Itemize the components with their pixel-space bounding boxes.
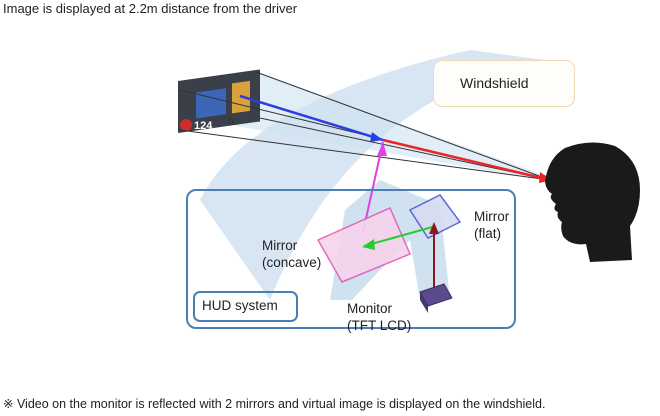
warning-icon [180,119,192,131]
virtual-image-panel: 124 [178,69,260,133]
monitor-label: Monitor (TFT LCD) [347,300,411,334]
image-ray [239,94,384,142]
mirror-flat-line2: (flat) [474,226,501,241]
monitor-line2: (TFT LCD) [347,318,412,333]
mirror-flat-label: Mirror (flat) [474,208,509,242]
mirror-flat-line1: Mirror [474,209,510,224]
monitor-emit-arrow [429,222,439,234]
driver-ray [382,138,551,182]
monitor-device [419,283,453,307]
view-cone [225,72,552,182]
speed-readout: 124 [194,120,213,132]
mirror-concave-label: Mirror (concave) [262,237,321,271]
windshield-label: Windshield [460,75,529,91]
image-ray-arrow [370,132,383,142]
windshield-label-box [433,60,575,107]
monitor-ray-arrow [362,239,375,250]
top-caption: Image is displayed at 2.2m distance from… [3,1,298,16]
image-height-label: h [228,115,234,127]
monitor-ray [363,225,437,247]
hud-system-boundary [186,189,516,329]
mirror-concave-line2: (concave) [262,255,322,270]
mirror-concave-line1: Mirror [262,238,298,253]
monitor-side [420,292,428,313]
flat-mirror [408,194,462,239]
sight-line-lower [179,129,551,181]
driver-head [545,142,640,262]
monitor-line1: Monitor [347,301,393,316]
mirror-ray [362,141,384,233]
windshield-glass [200,50,545,300]
sight-line-upper [255,71,551,181]
hud-system-label-box [193,291,298,322]
footnote: ※ Video on the monitor is reflected with… [3,397,546,411]
mirror-ray-arrow [377,142,387,156]
hud-system-label: HUD system [202,298,278,313]
